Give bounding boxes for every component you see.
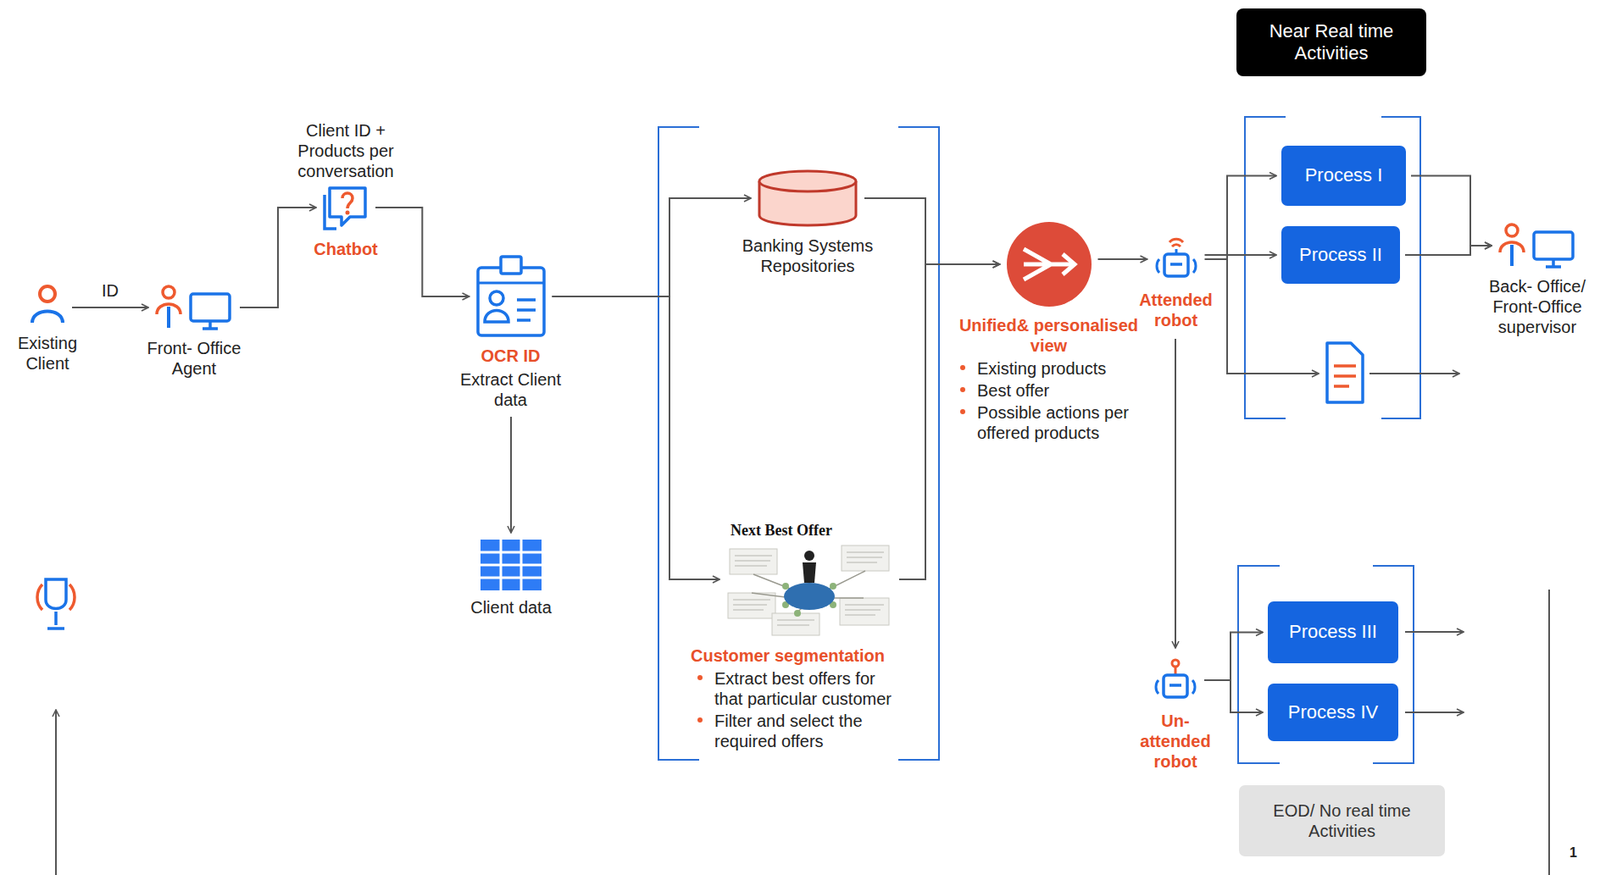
node-icon: [727, 167, 889, 229]
client-actor: Existing Client: [8, 283, 87, 376]
connector: [1204, 633, 1263, 682]
page-number: 1: [1569, 845, 1578, 862]
node-title: Near Real time Activities: [1244, 20, 1418, 66]
trophy-icon: [37, 579, 75, 629]
node-icon: [292, 183, 400, 233]
node-title: Process III: [1288, 621, 1378, 644]
bracket: [658, 116, 1421, 764]
connector: [1174, 338, 1177, 649]
node-title: Un-attended robot: [1131, 709, 1220, 774]
segmentation-step: Customer segmentationExtract best offers…: [690, 520, 901, 753]
node-text: Extract best offers for that particular …: [690, 667, 901, 711]
node-icon: [457, 254, 564, 339]
node-title: Process IV: [1288, 701, 1378, 724]
node-text: Chatbot: [292, 237, 400, 262]
node-title: OCR ID: [457, 344, 564, 368]
chat-icon: [321, 183, 371, 233]
process-box: Process I: [1281, 145, 1406, 206]
edge-label: ID: [99, 281, 122, 301]
process-box: Process II: [1281, 226, 1400, 284]
connector: [1098, 258, 1148, 261]
idcard-icon: [474, 254, 548, 339]
node-title: Banking Systems Repositories: [727, 233, 889, 278]
node-icon: [8, 283, 87, 327]
node-title: Back- Office/ Front-Office supervisor: [1478, 274, 1596, 339]
node-text: Existing products: [953, 357, 1145, 380]
connector: [864, 198, 1000, 265]
arrow: [55, 260, 1464, 875]
cyl-icon: [755, 167, 860, 229]
repository: Banking Systems Repositories: [727, 167, 889, 278]
node-title: Existing Client: [8, 331, 87, 376]
robot-actor: Un-attended robot: [1131, 656, 1220, 774]
document-icon: [1327, 343, 1363, 403]
node-title: Process II: [1299, 244, 1383, 267]
person-icon: [27, 283, 67, 327]
connector: [552, 198, 752, 297]
robot2-icon: [1151, 656, 1200, 705]
unified-view: Unified& personalised viewExisting produ…: [953, 220, 1145, 445]
node-icon: [1478, 222, 1596, 270]
divider-line: [1548, 589, 1550, 875]
data-store: Client data: [464, 539, 558, 620]
agent-icon: [1496, 222, 1578, 270]
connector: [1204, 680, 1263, 713]
node-text: Possible actions per offered products: [953, 401, 1145, 445]
connector: [1205, 176, 1278, 261]
agent-icon: [153, 283, 235, 332]
process-box: Process IV: [1267, 683, 1399, 742]
supervisor-actor: Back- Office/ Front-Office supervisor: [1478, 222, 1596, 339]
agent-actor: Front- Office Agent: [133, 283, 255, 381]
ocr-step: OCR IDExtract Client data: [457, 254, 564, 412]
node-icon: [953, 220, 1145, 309]
node-title: Front- Office Agent: [133, 336, 255, 381]
robot-icon: [1152, 235, 1200, 284]
image-title: Next Best Offer: [730, 522, 833, 540]
section-header: Near Real time Activities: [1236, 8, 1427, 77]
table-icon: [480, 539, 542, 591]
connector: [1411, 176, 1492, 247]
node-text: Filter and select the required offers: [690, 710, 901, 753]
node-icon: [464, 539, 558, 591]
node-icon: [1135, 235, 1217, 284]
connector: [510, 416, 512, 534]
connector: [1405, 245, 1492, 256]
node-icon: [1131, 656, 1220, 705]
node-title: Customer segmentation: [690, 644, 901, 668]
chatbot-step: Client ID + Products per conversationCha…: [292, 118, 400, 262]
node-title: Attended robot: [1135, 288, 1217, 333]
section-footer: EOD/ No real time Activities: [1238, 785, 1445, 857]
connector: [72, 306, 149, 309]
process-box: Process III: [1267, 601, 1399, 664]
node-title: Client ID + Products per conversation: [292, 118, 400, 184]
node-text: Best offer: [953, 379, 1145, 402]
robot-actor: Attended robot: [1135, 235, 1217, 333]
connector: [239, 207, 317, 308]
node-title: Client data: [464, 595, 558, 620]
node-title: Process I: [1305, 164, 1384, 187]
node-text: Extract Client data: [457, 367, 564, 412]
node-title: Unified& personalised view: [953, 313, 1145, 358]
connector: [1205, 254, 1278, 256]
connector: [552, 296, 721, 580]
node-title: EOD/ No real time Activities: [1247, 800, 1437, 842]
merge-icon: [1005, 220, 1094, 309]
node-icon: [133, 283, 255, 332]
connector: [375, 207, 470, 297]
